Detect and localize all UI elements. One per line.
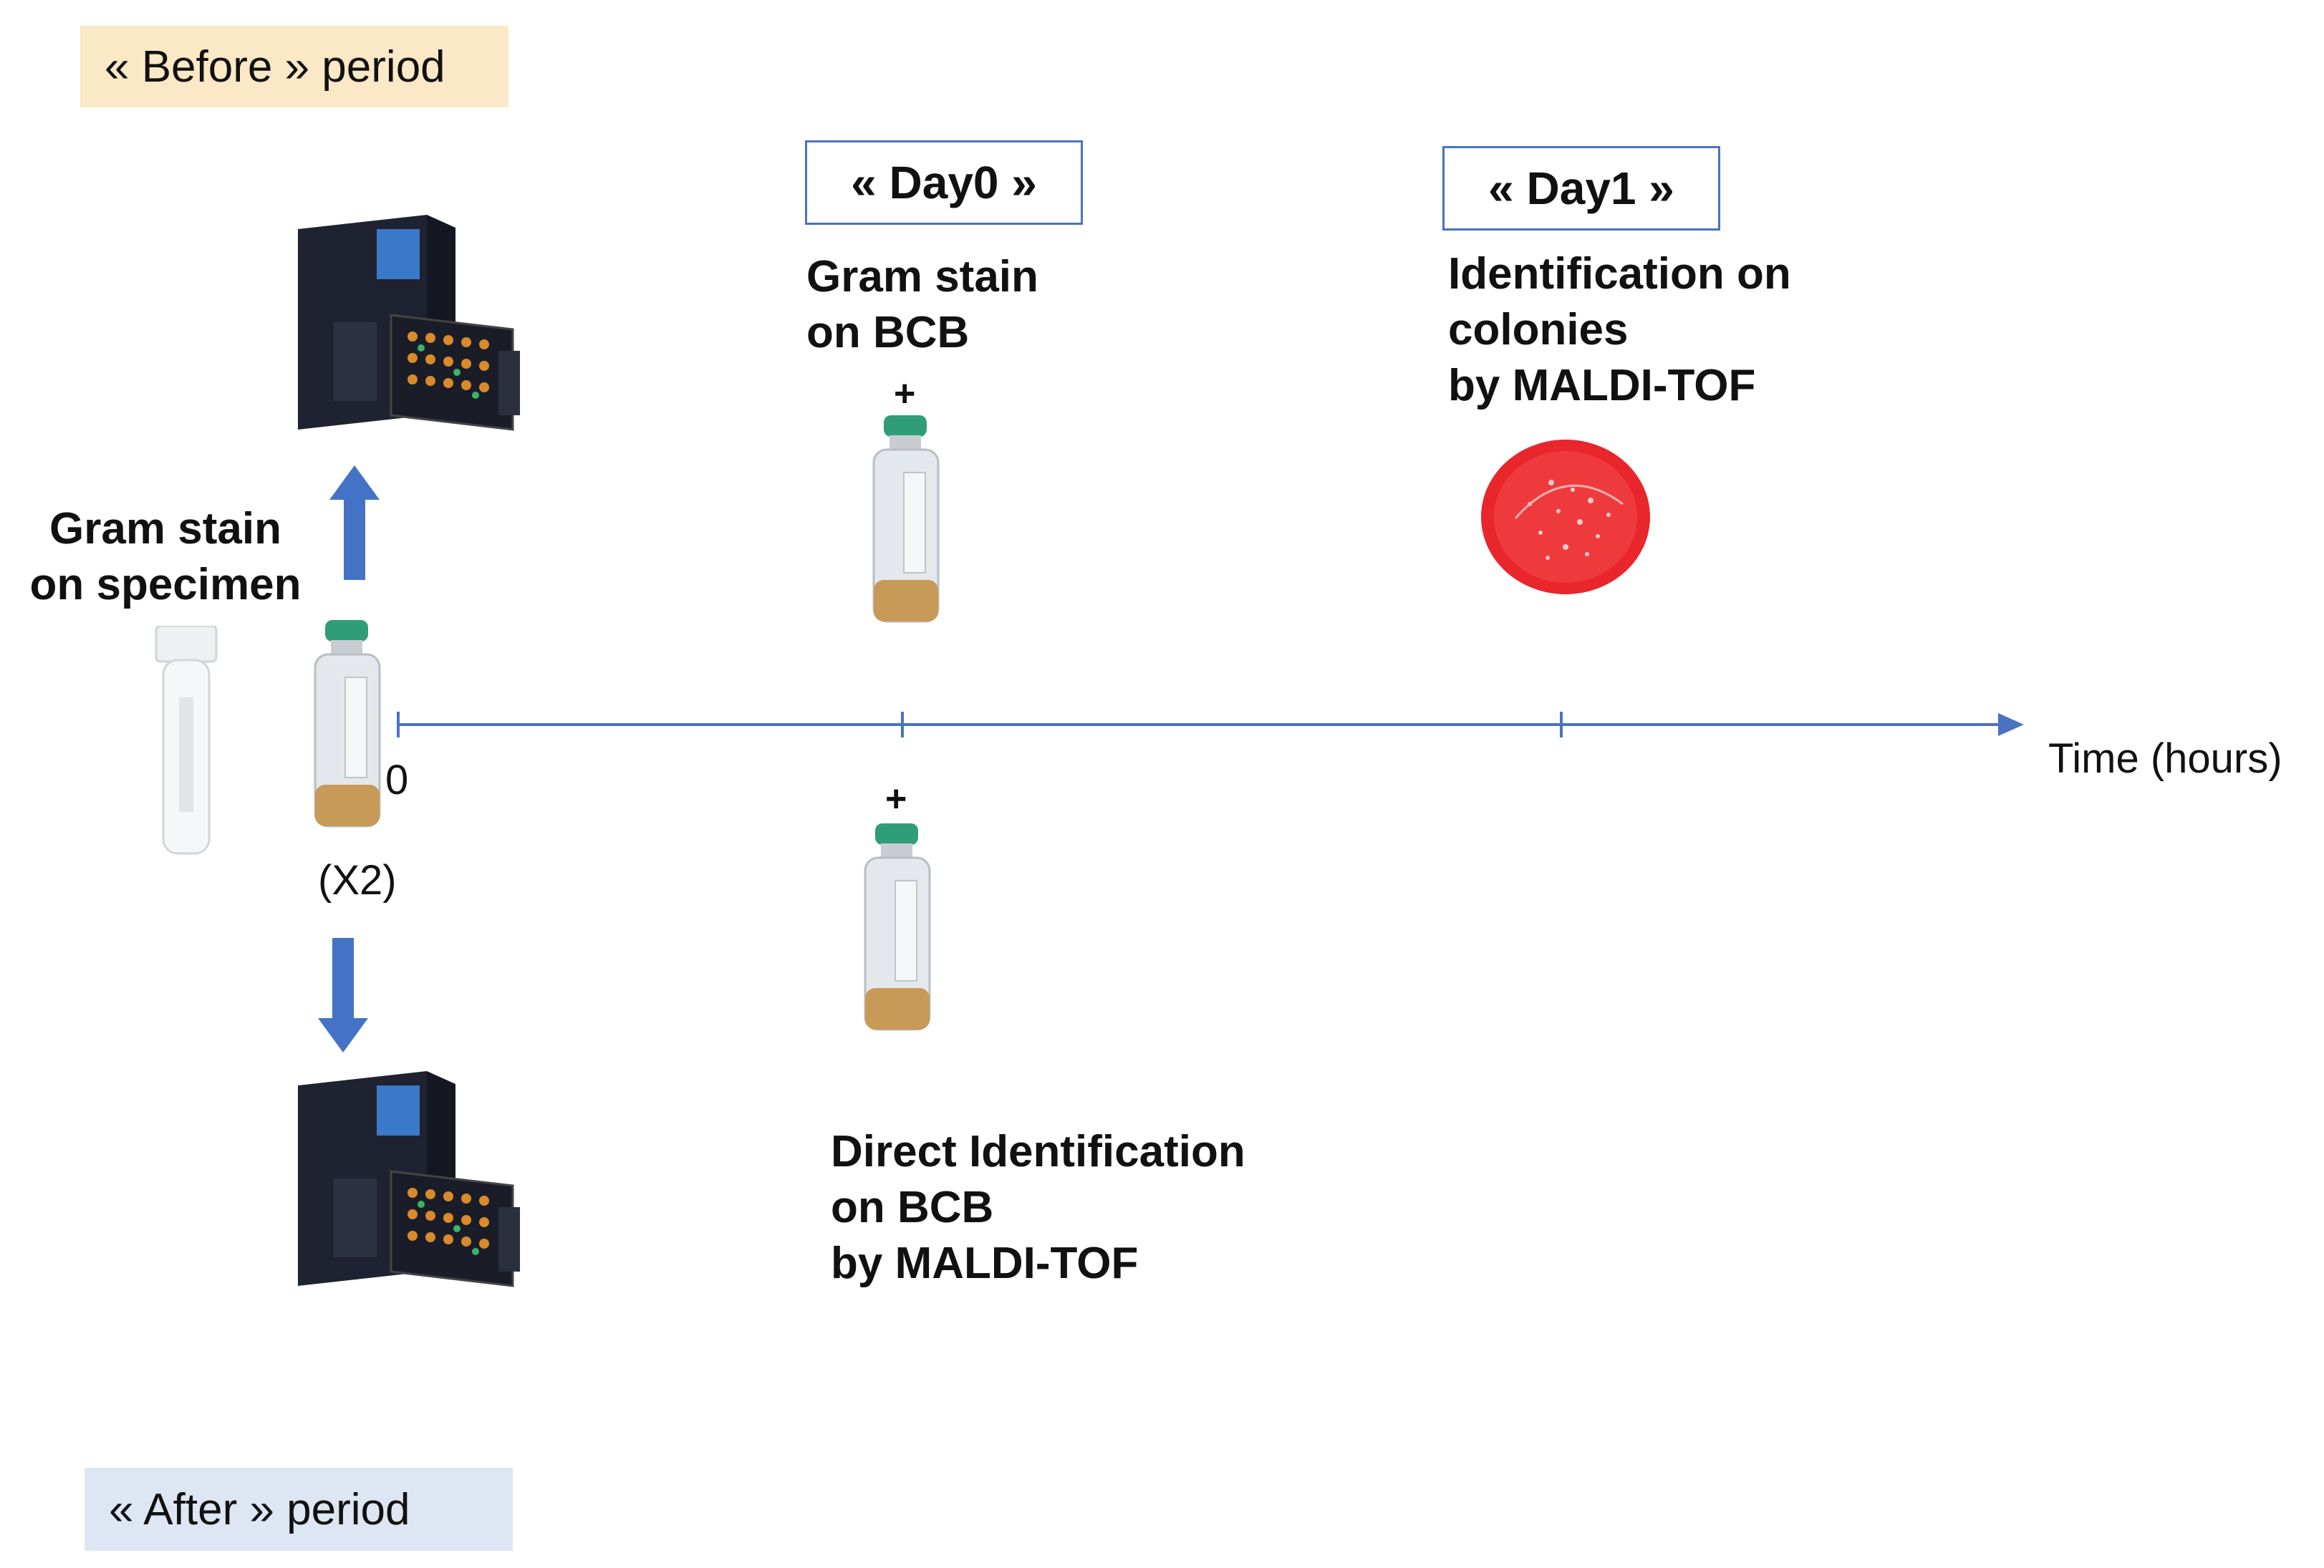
identification-colonies-line3: by MALDI-TOF (1448, 361, 1756, 410)
gram-stain-bcb-line2: on BCB (806, 308, 970, 357)
petri-dish-icon (1481, 440, 1650, 594)
before-period-text: « Before » period (105, 42, 445, 92)
x2-label: (X2) (318, 857, 397, 904)
direct-identification-line3: by MALDI-TOF (831, 1239, 1139, 1288)
gram-stain-bcb-label: Gram stain on BCB (806, 249, 1038, 361)
plus-bottom: + (885, 778, 907, 820)
before-period-label: « Before » period (80, 26, 508, 107)
day0-label: « Day0 » (851, 157, 1037, 208)
time-axis-label: Time (hours) (2048, 735, 2282, 782)
identification-colonies-line2: colonies (1448, 305, 1629, 354)
direct-identification-label: Direct Identification on BCB by MALDI-TO… (831, 1124, 1245, 1292)
zero-label: 0 (385, 757, 409, 803)
down-arrow-icon (318, 938, 368, 1052)
blood-culture-bottle-icon (864, 823, 931, 1031)
identification-colonies-label: Identification on colonies by MALDI-TOF (1448, 246, 1791, 414)
blood-culture-bottle-icon (872, 415, 940, 623)
day1-label: « Day1 » (1488, 163, 1674, 214)
gram-stain-bcb-line1: Gram stain (806, 252, 1038, 301)
specimen-tube-icon (155, 626, 218, 855)
blood-culture-instrument-icon (298, 215, 520, 431)
day1-box: « Day1 » (1442, 146, 1720, 231)
gram-stain-specimen-label: Gram stain on specimen (11, 501, 319, 613)
direct-identification-line1: Direct Identification (831, 1127, 1245, 1176)
up-arrow-icon (329, 465, 380, 580)
plus-top: + (894, 373, 916, 415)
direct-identification-line2: on BCB (831, 1183, 994, 1232)
blood-culture-instrument-icon (298, 1071, 520, 1287)
day0-box: « Day0 » (805, 140, 1083, 225)
identification-colonies-line1: Identification on (1448, 249, 1791, 299)
after-period-text: « After » period (109, 1484, 410, 1534)
gram-stain-specimen-line2: on specimen (29, 560, 302, 609)
gram-stain-specimen-line1: Gram stain (49, 504, 281, 553)
after-period-label: « After » period (85, 1468, 513, 1551)
blood-culture-bottle-icon (314, 620, 381, 828)
